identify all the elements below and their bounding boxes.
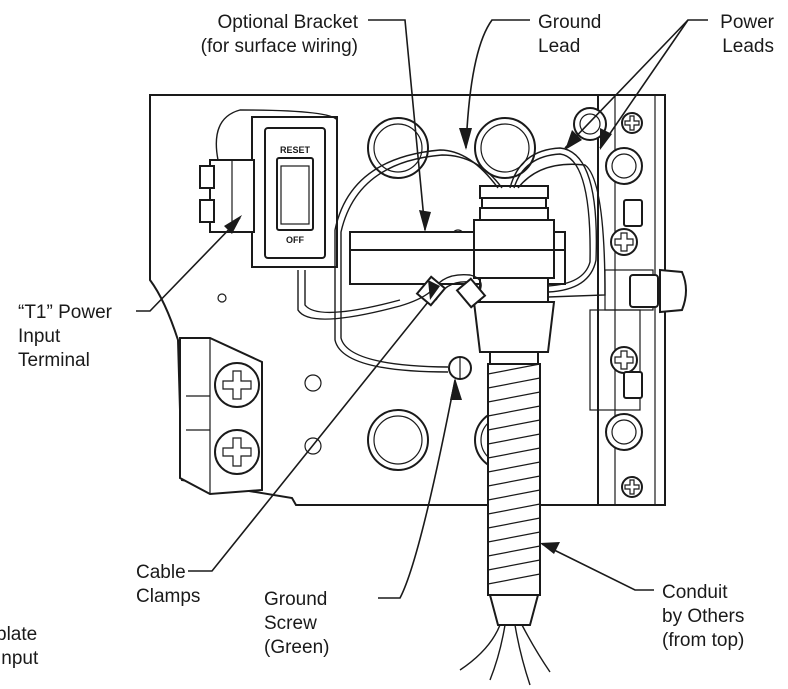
svg-text:Screw: Screw xyxy=(264,613,317,634)
svg-text:by Others: by Others xyxy=(662,606,744,627)
svg-text:plate: plate xyxy=(0,624,37,645)
label-ground-screw: Ground Screw (Green) xyxy=(264,589,329,658)
svg-text:Leads: Leads xyxy=(722,36,774,57)
svg-text:Optional Bracket: Optional Bracket xyxy=(218,12,359,33)
leader-lines xyxy=(136,19,708,599)
reset-switch: RESET OFF xyxy=(251,116,338,268)
svg-text:Ground: Ground xyxy=(538,12,601,33)
arrowheads xyxy=(224,128,612,554)
svg-text:Lead: Lead xyxy=(538,36,580,57)
svg-text:Cable: Cable xyxy=(136,562,186,583)
label-t1-power-input: “T1” Power Input Terminal xyxy=(18,302,113,371)
svg-text:Power: Power xyxy=(720,12,775,33)
label-conduit: Conduit by Others (from top) xyxy=(662,582,744,651)
svg-text:Input: Input xyxy=(18,326,61,347)
label-cable-clamps: Cable Clamps xyxy=(136,562,200,607)
switch-reset-label: RESET xyxy=(280,145,311,155)
t1-terminal-block xyxy=(199,159,255,233)
svg-text:“T1” Power: “T1” Power xyxy=(18,302,113,323)
svg-text:Clamps: Clamps xyxy=(136,586,200,607)
svg-text:Input: Input xyxy=(0,648,39,669)
svg-text:Ground: Ground xyxy=(264,589,327,610)
svg-text:(for surface wiring): (for surface wiring) xyxy=(201,36,358,57)
svg-text:Terminal: Terminal xyxy=(18,350,90,371)
svg-text:(Green): (Green) xyxy=(264,637,329,658)
label-optional-bracket: Optional Bracket (for surface wiring) xyxy=(201,12,359,57)
conduit-icon xyxy=(459,185,556,686)
label-power-leads: Power Leads xyxy=(720,12,775,57)
svg-text:Conduit: Conduit xyxy=(662,582,728,603)
label-cutoff-left: plate Input xyxy=(0,624,39,669)
switch-off-label: OFF xyxy=(286,235,304,245)
svg-text:(from top): (from top) xyxy=(662,630,744,651)
label-ground-lead: Ground Lead xyxy=(538,12,601,57)
